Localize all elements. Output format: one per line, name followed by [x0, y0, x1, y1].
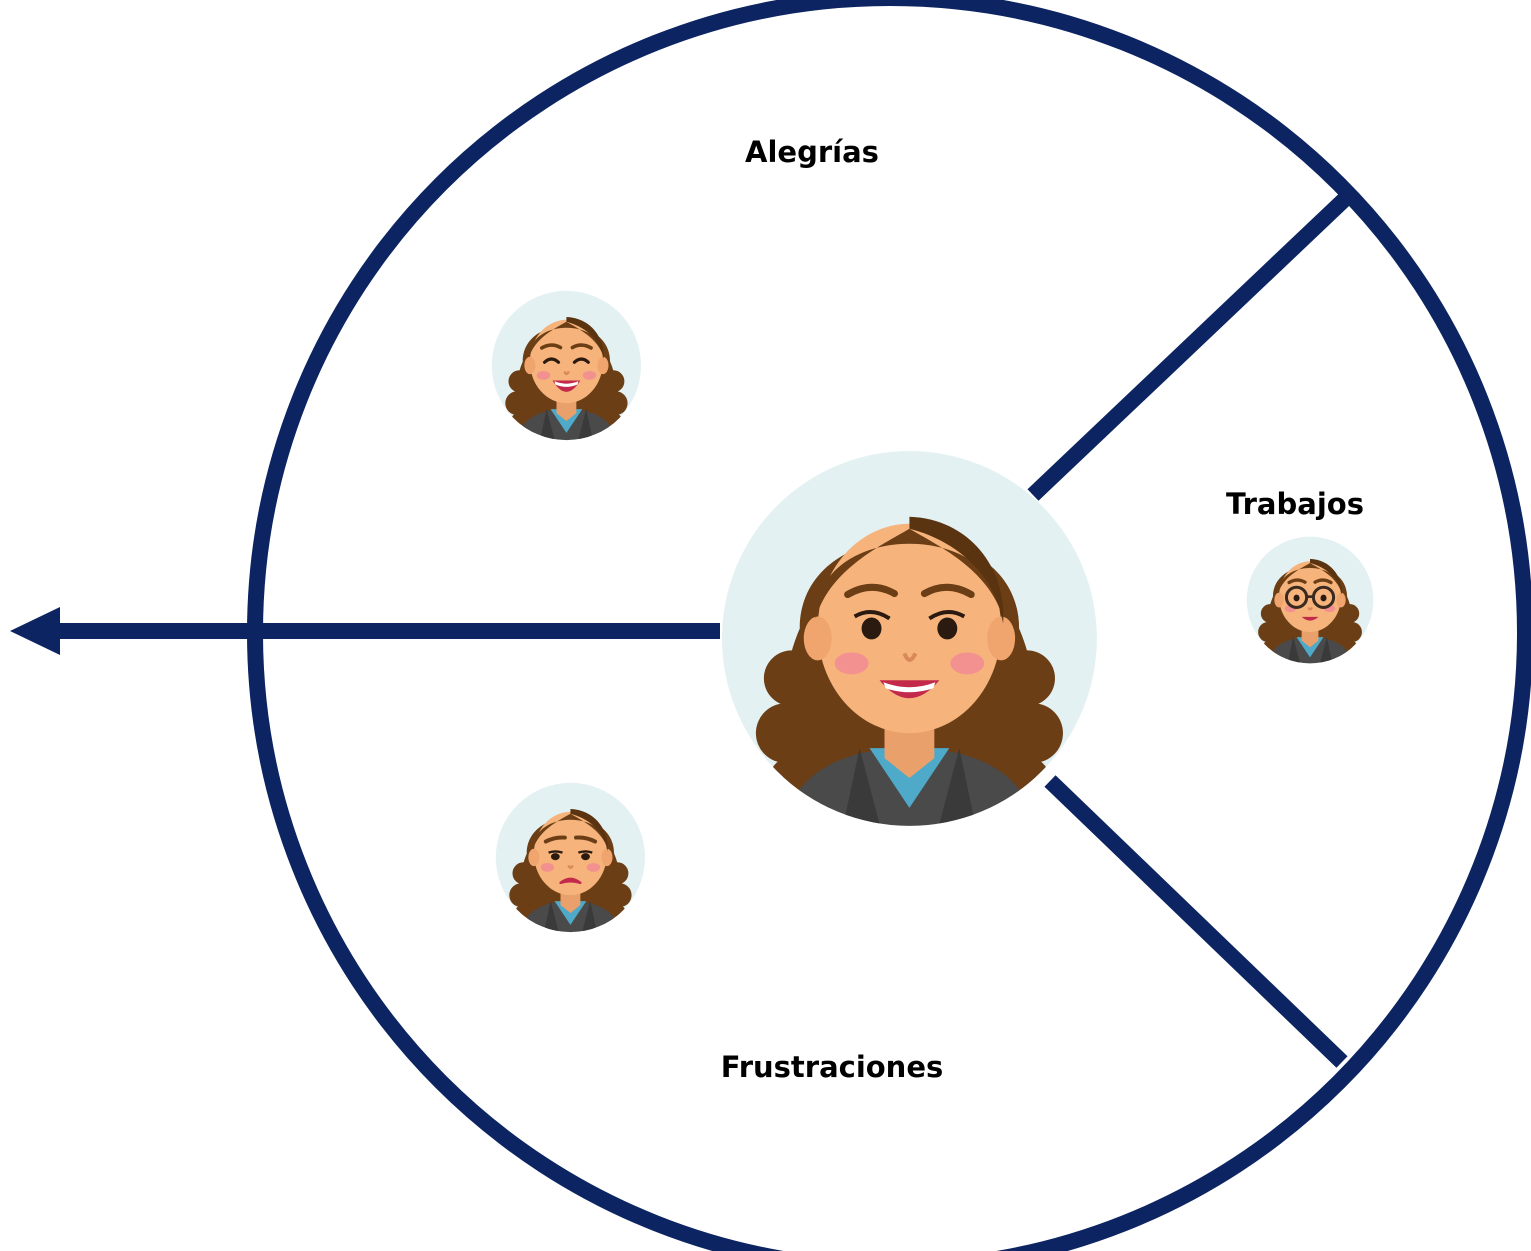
divider-line-lower — [1044, 775, 1348, 1068]
arrow-left-icon — [10, 607, 60, 655]
woman-laughing-avatar-icon — [492, 291, 641, 447]
section-label-trabajos: Trabajos — [1226, 487, 1364, 521]
divider-line-upper — [1027, 191, 1353, 501]
section-label-frustraciones: Frustraciones — [721, 1050, 944, 1084]
woman-smiling-avatar-icon — [722, 451, 1097, 843]
woman-sad-avatar-icon — [496, 783, 645, 939]
woman-glasses-avatar-icon — [1247, 537, 1374, 669]
section-label-alegrias: Alegrías — [745, 135, 879, 169]
